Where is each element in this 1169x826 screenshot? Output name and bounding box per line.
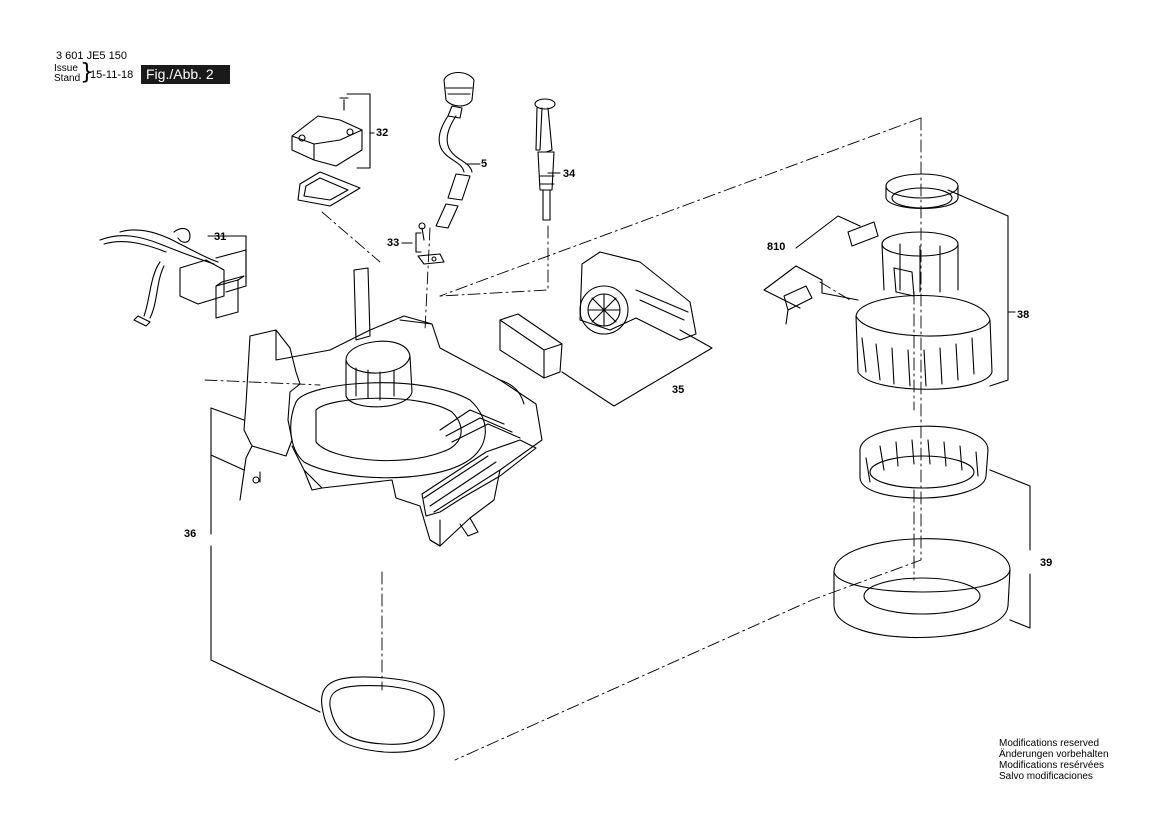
brace-glyph: }	[80, 60, 94, 85]
callout-5: 5	[481, 158, 487, 170]
part-callouts: 31 32 5 33 34 35 36 810 38 39	[184, 127, 1052, 569]
issue-label: Issue	[54, 63, 78, 74]
callout-810: 810	[767, 241, 785, 253]
callout-31: 31	[214, 231, 226, 243]
notice-line-de: Änderungen vorbehalten	[999, 749, 1109, 760]
stand-label: Stand	[54, 73, 81, 84]
notice-line-en: Modifications reserved	[999, 738, 1100, 749]
notice-line-es: Salvo modificaciones	[999, 771, 1093, 782]
document-code: 3 601 JE5 150	[56, 50, 127, 62]
seal-ring	[321, 676, 445, 753]
issue-stand-label: Issue Stand	[54, 64, 80, 84]
motor-unit	[783, 173, 993, 390]
modifications-notice: Modifications reserved Änderungen vorbeh…	[999, 738, 1109, 782]
notice-line-fr: Modifications resérvées	[999, 760, 1105, 771]
fan-assembly	[499, 251, 697, 379]
assembly-centerlines	[204, 117, 922, 761]
figure-badge: Fig./Abb. 2	[141, 65, 230, 84]
cover-plate	[291, 97, 363, 207]
switch-rod	[435, 71, 475, 229]
callout-34: 34	[563, 168, 576, 180]
callout-brackets	[207, 93, 1031, 713]
wiring-harness	[99, 227, 247, 327]
callout-38: 38	[1017, 309, 1029, 321]
callout-36: 36	[184, 528, 196, 540]
callout-39: 39	[1040, 557, 1052, 569]
screw-clip	[417, 222, 445, 265]
callout-35: 35	[672, 384, 684, 396]
callout-32: 32	[376, 127, 388, 139]
motor-housing	[239, 267, 543, 547]
callout-33: 33	[387, 237, 399, 249]
float-pin	[534, 98, 556, 221]
damping-rings	[833, 425, 1011, 639]
issue-date: 15-11-18	[90, 69, 134, 81]
